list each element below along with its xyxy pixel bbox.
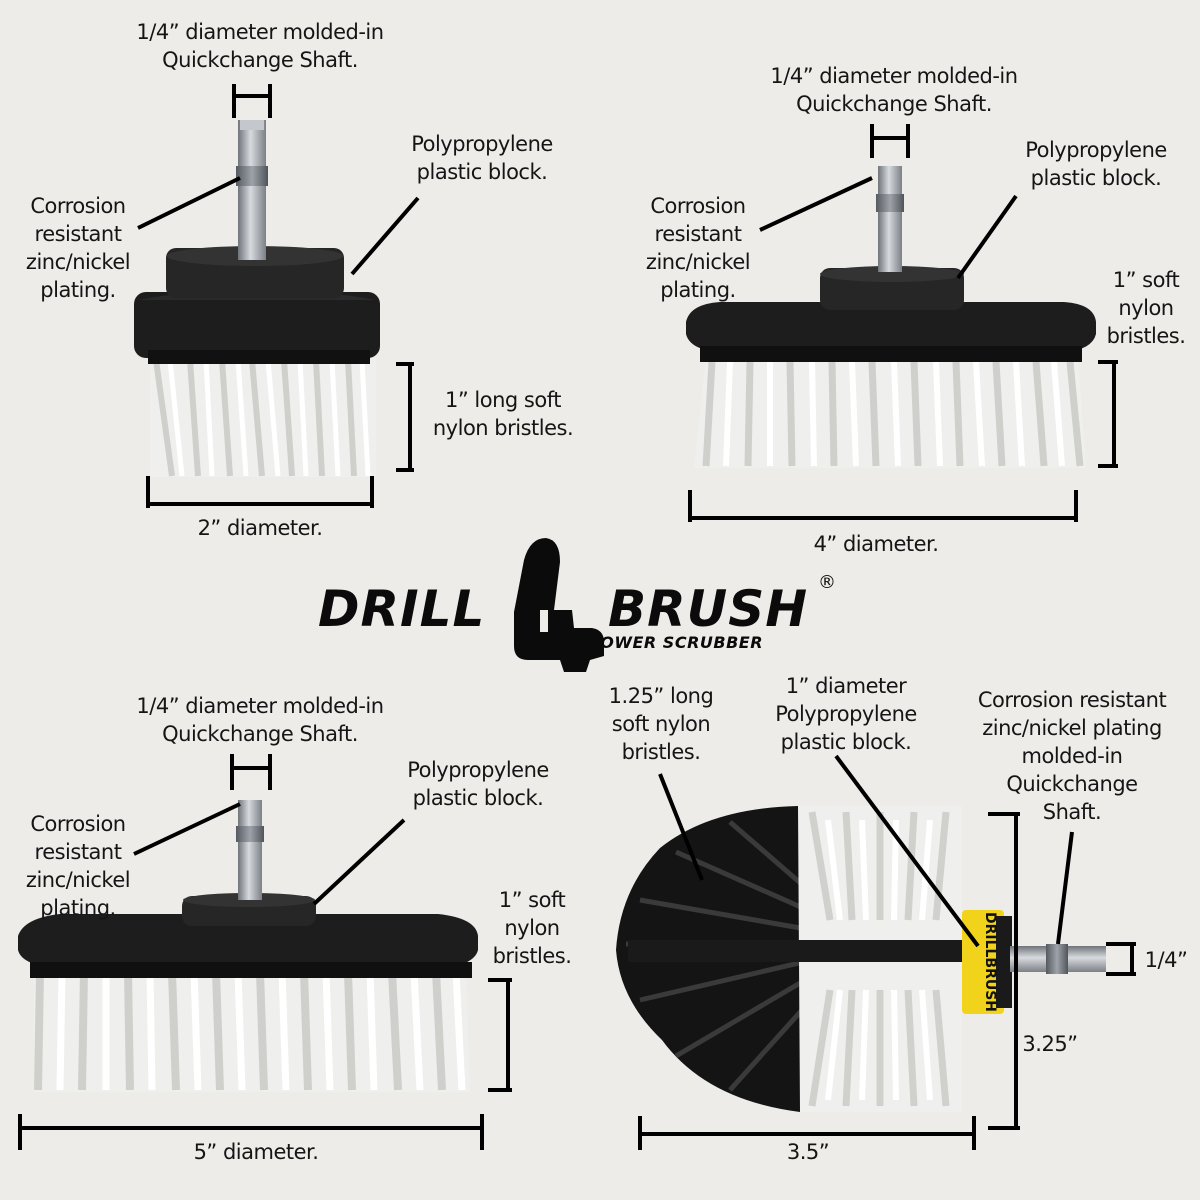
brush-2in-block — [134, 246, 380, 364]
brush-2in-bristles — [150, 355, 376, 477]
brush-4in-diameter-dimension — [688, 490, 1078, 522]
brush-cone-yellow-band: DRILLBRUSH — [962, 910, 1012, 1014]
brush-5in-diameter-dimension — [18, 1114, 484, 1150]
brush-2in-bristle-label: 1” long soft nylon bristles. — [432, 388, 574, 440]
brush-5in-block-label: Polypropylene plastic block. — [407, 758, 549, 810]
brush-5in-bristles — [34, 968, 470, 1092]
brush-cone-band-text: DRILLBRUSH — [982, 912, 998, 1012]
brush-4in-block — [686, 266, 1096, 362]
brush-cone-shaft-leader — [1056, 831, 1074, 945]
brush-cone-bristle-label: 1.25” long soft nylon bristles. — [608, 684, 714, 764]
brush-2in-block-label: Polypropylene plastic block. — [411, 132, 553, 184]
brush-2in-plating-label: Corrosion resistant zinc/nickel plating. — [25, 194, 131, 302]
brush-2in-diameter-label: 2” diameter. — [197, 516, 323, 540]
brush-cone-shaft-label: Corrosion resistant zinc/nickel plating … — [977, 688, 1167, 824]
brush-4in-plating-label: Corrosion resistant zinc/nickel plating. — [645, 194, 751, 302]
brush-5in-shaft-dimension — [230, 754, 272, 790]
brush-cone-width-label: 3.5” — [786, 1140, 830, 1164]
brush-2in-block-leader — [350, 196, 420, 276]
brush-cone-height-label: 3.25” — [1022, 1032, 1078, 1056]
brush-2in-shaft-label: 1/4” diameter molded-in Quickchange Shaf… — [136, 20, 384, 72]
brush-2in-shaft — [236, 120, 268, 260]
brush-2in-diameter-dimension — [146, 476, 374, 508]
brush-5in-bristle-label: 1” soft nylon bristles. — [492, 888, 572, 968]
logo-registered-mark: ® — [818, 572, 836, 593]
brush-cone-width-dimension — [638, 1116, 976, 1150]
brush-4in-shaft — [876, 166, 904, 272]
brush-4in-bristles — [694, 358, 1086, 468]
logo-tagline: POWER SCRUBBER — [588, 633, 764, 652]
logo-word-drill: DRILL — [318, 580, 486, 638]
brush-cone-shaft — [1010, 944, 1106, 974]
brush-2in-plating-leader — [137, 176, 241, 230]
brush-5in-shaft — [236, 800, 264, 900]
brush-2in-bristle-dimension — [396, 362, 414, 472]
brush-5in-shaft-label: 1/4” diameter molded-in Quickchange Shaf… — [136, 694, 384, 746]
brush-5in-bristle-dimension — [488, 978, 512, 1092]
drillbrush-logo-icon — [514, 538, 604, 672]
brush-4in-bristle-label: 1” soft nylon bristles. — [1106, 268, 1186, 348]
brush-cone: DRILLBRUSH — [616, 754, 1136, 1150]
brush-5in-plating-label: Corrosion resistant zinc/nickel plating. — [25, 812, 131, 920]
brush-4in-block-leader — [956, 194, 1018, 280]
brush-5in-block — [18, 893, 478, 978]
brush-cone-shaft-dimension — [1106, 942, 1136, 976]
brush-4in-shaft-label: 1/4” diameter molded-in Quickchange Shaf… — [770, 64, 1018, 116]
brush-5in-block-leader — [312, 818, 406, 906]
brush-4in — [686, 124, 1118, 522]
brush-4in-plating-leader — [759, 176, 873, 232]
brush-5in-plating-leader — [133, 802, 241, 856]
brush-5in — [18, 754, 512, 1150]
brush-4in-bristle-dimension — [1098, 360, 1118, 468]
brush-cone-shaft-dim-label: 1/4” — [1144, 948, 1188, 972]
brush-2in — [134, 84, 420, 508]
brush-cone-block-leader — [834, 754, 980, 948]
brush-2in-shaft-dimension — [232, 84, 272, 118]
brush-cone-core — [628, 940, 968, 962]
brush-cone-bristle-leader — [658, 773, 704, 881]
brush-cone-height-dimension — [988, 812, 1020, 1130]
brush-5in-diameter-label: 5” diameter. — [193, 1140, 319, 1164]
brush-4in-diameter-label: 4” diameter. — [813, 532, 939, 556]
brush-cone-block-label: 1” diameter Polypropylene plastic block. — [775, 674, 917, 754]
logo-word-brush: BRUSH — [608, 580, 809, 638]
brush-4in-block-label: Polypropylene plastic block. — [1025, 138, 1167, 190]
brush-4in-shaft-dimension — [870, 124, 910, 158]
